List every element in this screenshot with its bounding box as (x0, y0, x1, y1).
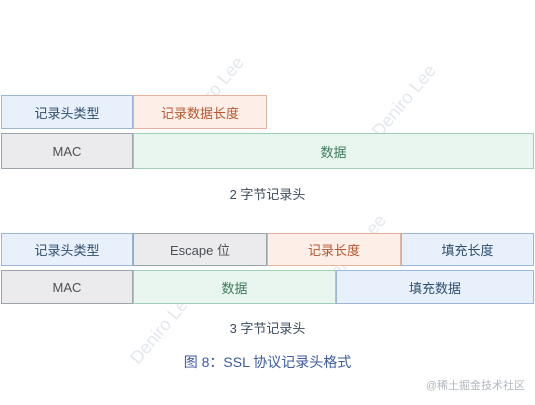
two-byte-caption: 2 字节记录头 (229, 187, 306, 202)
escape-bit-cell: Escape 位 (133, 233, 267, 266)
three-byte-caption: 3 字节记录头 (229, 321, 306, 336)
record-header-type-cell: 记录头类型 (1, 233, 133, 266)
data-cell: 数据 (133, 133, 534, 169)
record-length-cell: 记录长度 (267, 233, 401, 266)
padding-data-cell: 填充数据 (336, 270, 534, 304)
data-cell: 数据 (133, 270, 336, 304)
watermark: Deniro Lee (368, 60, 440, 141)
record-header-type-cell: 记录头类型 (1, 95, 133, 129)
brand-watermark: @稀土掘金技术社区 (425, 380, 525, 392)
padding-length-cell: 填充长度 (401, 233, 534, 266)
figure-caption: 图 8：SSL 协议记录头格式 (183, 354, 352, 370)
record-data-length-cell: 记录数据长度 (133, 95, 267, 129)
mac-cell: MAC (1, 133, 133, 169)
mac-cell: MAC (1, 270, 133, 304)
